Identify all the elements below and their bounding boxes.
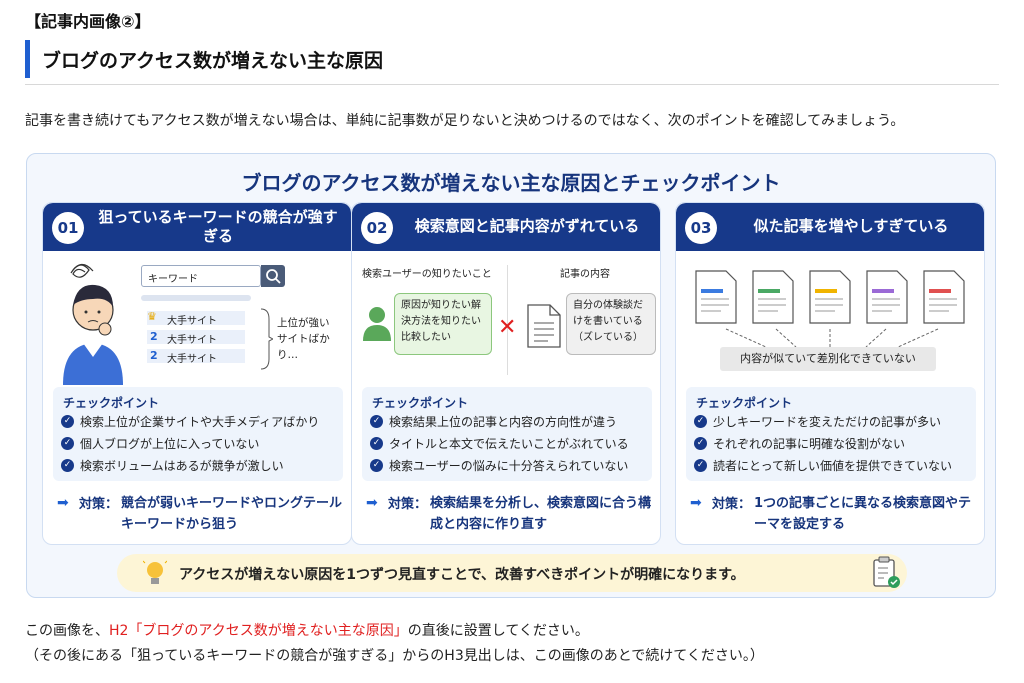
content-heading: 記事の内容 xyxy=(560,269,610,280)
checkpoint-item: ✓検索結果上位の記事と内容の方向性が違う xyxy=(370,413,617,430)
check-icon: ✓ xyxy=(61,437,74,450)
checkpoint-item: ✓検索上位が企業サイトや大手メディアばかり xyxy=(61,413,319,430)
worried-person-icon xyxy=(63,263,123,385)
check-icon: ✓ xyxy=(694,459,707,472)
user-intent-bubble: 原因が知りたい解決方法を知りたい比較したい xyxy=(394,293,492,355)
arrow-right-icon: ➡ xyxy=(57,495,69,511)
check-icon: ✓ xyxy=(61,415,74,428)
card-header: 03 似た記事を増やしすぎている xyxy=(676,203,984,251)
result-row-1: ♛ 大手サイト xyxy=(147,310,245,327)
summary-banner: アクセスが増えない原因を1つずつ見直すことで、改善すべきポイントが明確になります… xyxy=(117,554,907,592)
checkpoint-item: ✓読者にとって新しい価値を提供できていない xyxy=(694,457,952,474)
crown-icon: ♛ xyxy=(147,310,157,323)
section-label: 【記事内画像②】 xyxy=(25,12,151,31)
checkpoint-item: ✓それぞれの記事に明確な役割がない xyxy=(694,435,905,452)
countermeasure-text: 検索結果を分析し、検索意図に合う構成と内容に作り直す xyxy=(430,496,652,532)
card-number: 03 xyxy=(685,212,717,244)
bracket-icon xyxy=(260,308,273,370)
checkpoint-title: チェックポイント xyxy=(696,396,793,410)
figure-panel: ブログのアクセス数が増えない主な原因とチェックポイント 01 狙っているキーワー… xyxy=(26,153,996,598)
competition-illustration: キーワード ♛ 大手サイト 2 大手サイト 2 大手サイト 上位が強いサイトばか… xyxy=(43,255,351,385)
placement-followup-note: （その後にある「狙っているキーワードの競合が強すぎる」からのH3見出しは、この画… xyxy=(25,648,764,664)
checkpoint-box: チェックポイント ✓検索結果上位の記事と内容の方向性が違う ✓タイトルと本文で伝… xyxy=(362,387,652,481)
checkpoint-box: チェックポイント ✓少しキーワードを変えただけの記事が多い ✓それぞれの記事に明… xyxy=(686,387,976,481)
heading-accent-bar xyxy=(25,40,30,78)
h2-title: ブログのアクセス数が増えない主な原因 xyxy=(42,50,384,72)
similarity-caption: 内容が似ていて差別化できていない xyxy=(720,347,936,371)
placement-note: この画像を、H2「ブログのアクセス数が増えない主な原因」の直後に設置してください… xyxy=(25,623,589,639)
card-number: 02 xyxy=(361,212,393,244)
document-icon xyxy=(527,304,561,348)
checkpoint-item: ✓検索ボリュームはあるが競争が激しい xyxy=(61,457,284,474)
checkpoint-item: ✓検索ユーザーの悩みに十分答えられていない xyxy=(370,457,628,474)
checkpoint-item: ✓個人ブログが上位に入っていない xyxy=(61,435,259,452)
arrow-right-icon: ➡ xyxy=(690,495,702,511)
result-row-2: 2 大手サイト xyxy=(147,330,245,346)
h2-heading: ブログのアクセス数が増えない主な原因 xyxy=(25,40,999,85)
card-title: 狙っているキーワードの競合が強すぎる xyxy=(98,207,338,246)
intro-paragraph: 記事を書き続けてもアクセス数が増えない場合は、単純に記事数が足りないと決めつける… xyxy=(25,113,905,129)
card-header: 01 狙っているキーワードの競合が強すぎる xyxy=(43,203,351,251)
rank-number: 2 xyxy=(150,330,158,343)
article-content-bubble: 自分の体験談だけを書いている（ズレている） xyxy=(566,293,656,355)
countermeasure-text: 競合が弱いキーワードやロングテールキーワードから狙う xyxy=(121,496,343,532)
countermeasure-label: 対策： xyxy=(388,497,428,512)
summary-text: アクセスが増えない原因を1つずつ見直すことで、改善すべきポイントが明確になります… xyxy=(179,567,745,583)
checkpoint-title: チェックポイント xyxy=(372,396,469,410)
result-placeholder xyxy=(141,295,251,301)
result-row-3: 2 大手サイト xyxy=(147,349,245,365)
check-icon: ✓ xyxy=(370,415,383,428)
search-box: キーワード xyxy=(141,265,261,287)
arrow-right-icon: ➡ xyxy=(366,495,378,511)
mismatch-x-icon: ✕ xyxy=(498,315,517,340)
cause-card-3: 03 似た記事を増やしすぎている xyxy=(675,202,985,545)
result-label: 大手サイト xyxy=(167,335,217,346)
divider xyxy=(507,265,508,375)
result-label: 大手サイト xyxy=(167,316,217,327)
check-icon: ✓ xyxy=(370,459,383,472)
lightbulb-icon xyxy=(143,559,167,584)
checkpoint-box: チェックポイント ✓検索上位が企業サイトや大手メディアばかり ✓個人ブログが上位… xyxy=(53,387,343,481)
similar-documents-icon xyxy=(695,270,965,348)
cause-card-2: 02 検索意図と記事内容がずれている 検索ユーザーの知りたいこと 記事の内容 原… xyxy=(351,202,661,545)
card-number: 01 xyxy=(52,212,84,244)
check-icon: ✓ xyxy=(370,437,383,450)
checkpoint-item: ✓タイトルと本文で伝えたいことがぶれている xyxy=(370,435,629,452)
user-icon xyxy=(363,307,391,341)
check-icon: ✓ xyxy=(694,437,707,450)
checklist-icon xyxy=(873,556,900,588)
figure-title: ブログのアクセス数が増えない主な原因とチェックポイント xyxy=(241,171,781,195)
search-icon xyxy=(261,265,285,287)
countermeasure-label: 対策： xyxy=(79,497,119,512)
result-label: 大手サイト xyxy=(167,354,217,365)
card-title: 似た記事を増やしすぎている xyxy=(753,217,949,236)
intent-mismatch-illustration: 検索ユーザーの知りたいこと 記事の内容 原因が知りたい解決方法を知りたい比較した… xyxy=(352,255,660,385)
search-text: キーワード xyxy=(148,274,198,285)
intent-heading: 検索ユーザーの知りたいこと xyxy=(362,269,492,280)
similar-articles-illustration: 内容が似ていて差別化できていない xyxy=(676,255,984,385)
placement-target: H2「ブログのアクセス数が増えない主な原因」 xyxy=(109,623,408,639)
card-header: 02 検索意図と記事内容がずれている xyxy=(352,203,660,251)
countermeasure-label: 対策： xyxy=(712,497,752,512)
cause-card-1: 01 狙っているキーワードの競合が強すぎる xyxy=(42,202,352,545)
countermeasure-text: 1つの記事ごとに異なる検索意図やテーマを設定する xyxy=(754,496,972,532)
competition-note: 上位が強いサイトばかり… xyxy=(277,317,330,361)
checkpoint-item: ✓少しキーワードを変えただけの記事が多い xyxy=(694,413,941,430)
card-title: 検索意図と記事内容がずれている xyxy=(414,217,640,236)
check-icon: ✓ xyxy=(61,459,74,472)
rank-number: 2 xyxy=(150,349,158,362)
check-icon: ✓ xyxy=(694,415,707,428)
checkpoint-title: チェックポイント xyxy=(63,396,160,410)
